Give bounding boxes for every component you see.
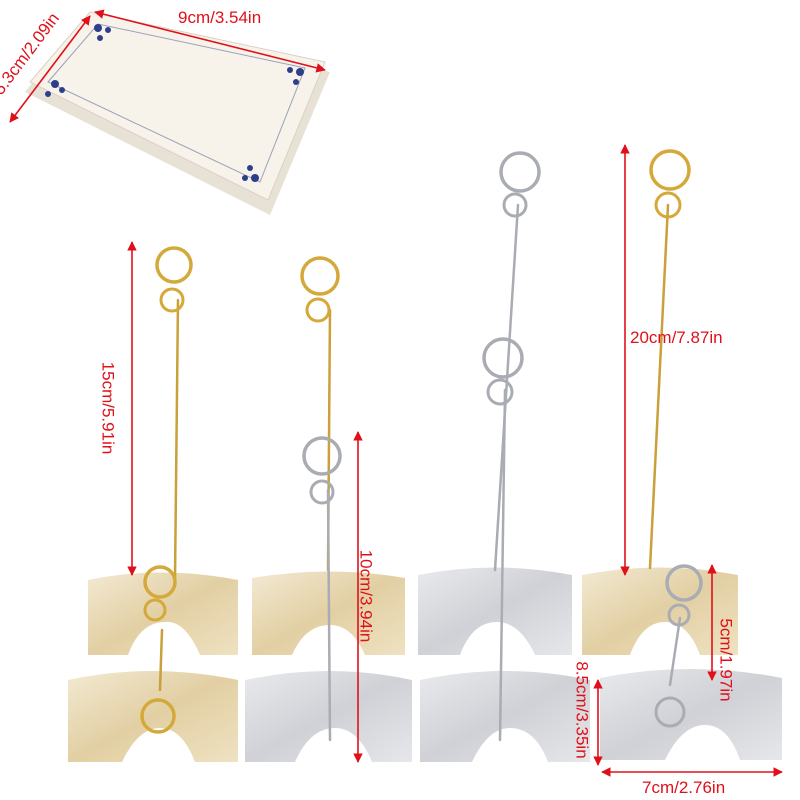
holder-10cm-label: 10cm/3.94in	[356, 549, 376, 643]
holder-15cm-label: 15cm/5.91in	[98, 361, 118, 455]
holder-5cm-label: 5cm/1.97in	[716, 618, 736, 702]
card-width-label: 9cm/3.54in	[178, 8, 262, 27]
plate-silver-2	[418, 567, 572, 655]
plate-silver-4	[420, 671, 590, 762]
base-width-label: 7cm/2.76in	[642, 778, 726, 797]
holder-20cm-label: 20cm/7.87in	[630, 328, 723, 347]
holder-8-5cm-label: 8.5cm/3.35in	[572, 661, 592, 759]
plate-silver-5	[600, 669, 782, 760]
plate-gold-3	[68, 671, 238, 762]
plate-silver-3	[245, 671, 412, 762]
